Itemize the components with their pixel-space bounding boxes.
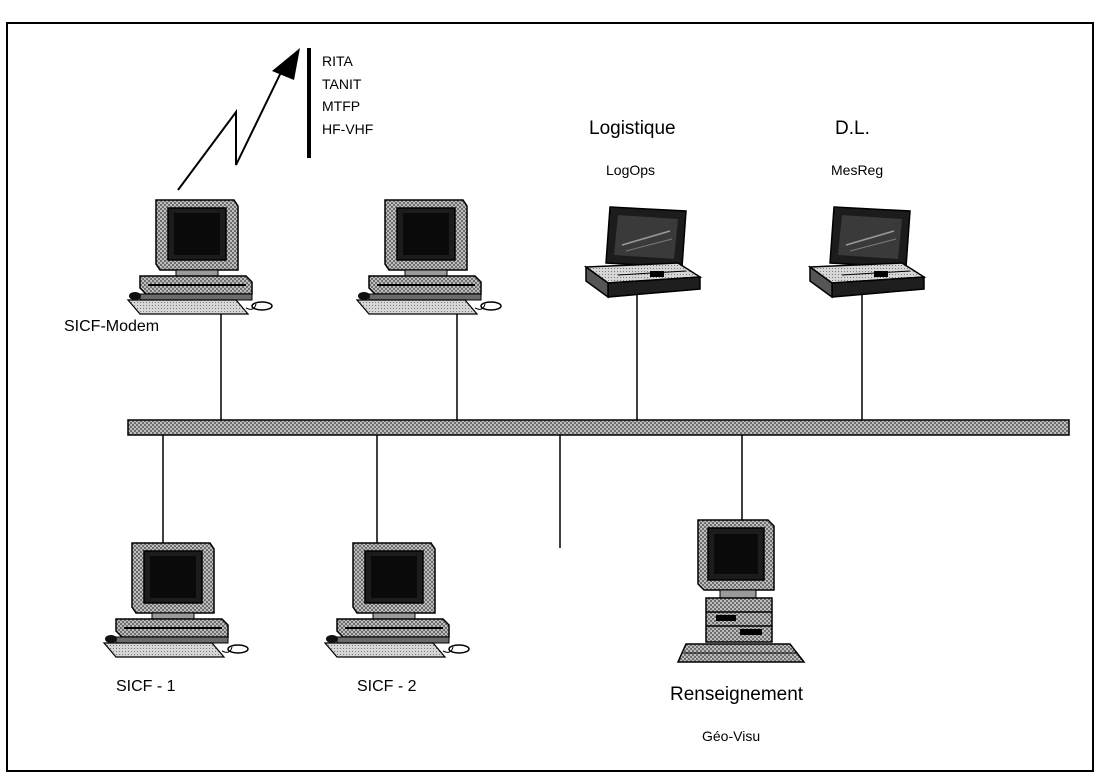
renseignement-workstation-icon [678, 520, 804, 662]
radio-network-mtfp: MTFP [322, 95, 373, 118]
dl-app-label: MesReg [831, 162, 883, 178]
radio-network-list: RITA TANIT MTFP HF-VHF [322, 50, 373, 140]
sicf1-computer-icon [104, 543, 248, 657]
sicf-modem-computer-icon [128, 200, 272, 314]
logistique-title: Logistique [589, 118, 676, 140]
radio-network-tanit: TANIT [322, 73, 373, 96]
logistique-app-label: LogOps [606, 162, 655, 178]
radio-network-rita: RITA [322, 50, 373, 73]
renseignement-app-label: Géo-Visu [702, 728, 760, 744]
radio-link-arrow [178, 48, 300, 190]
renseignement-title: Renseignement [670, 684, 803, 706]
dl-laptop-icon [810, 207, 924, 297]
radio-network-hf-vhf: HF-VHF [322, 118, 373, 141]
dl-title: D.L. [835, 118, 870, 140]
sicf1-label: SICF - 1 [116, 678, 176, 696]
network-bus [128, 420, 1069, 435]
sicf-station-computer-icon [357, 200, 501, 314]
sicf2-label: SICF - 2 [357, 678, 417, 696]
logistique-laptop-icon [586, 207, 700, 297]
sicf2-computer-icon [325, 543, 469, 657]
sicf-modem-label: SICF-Modem [64, 318, 159, 336]
